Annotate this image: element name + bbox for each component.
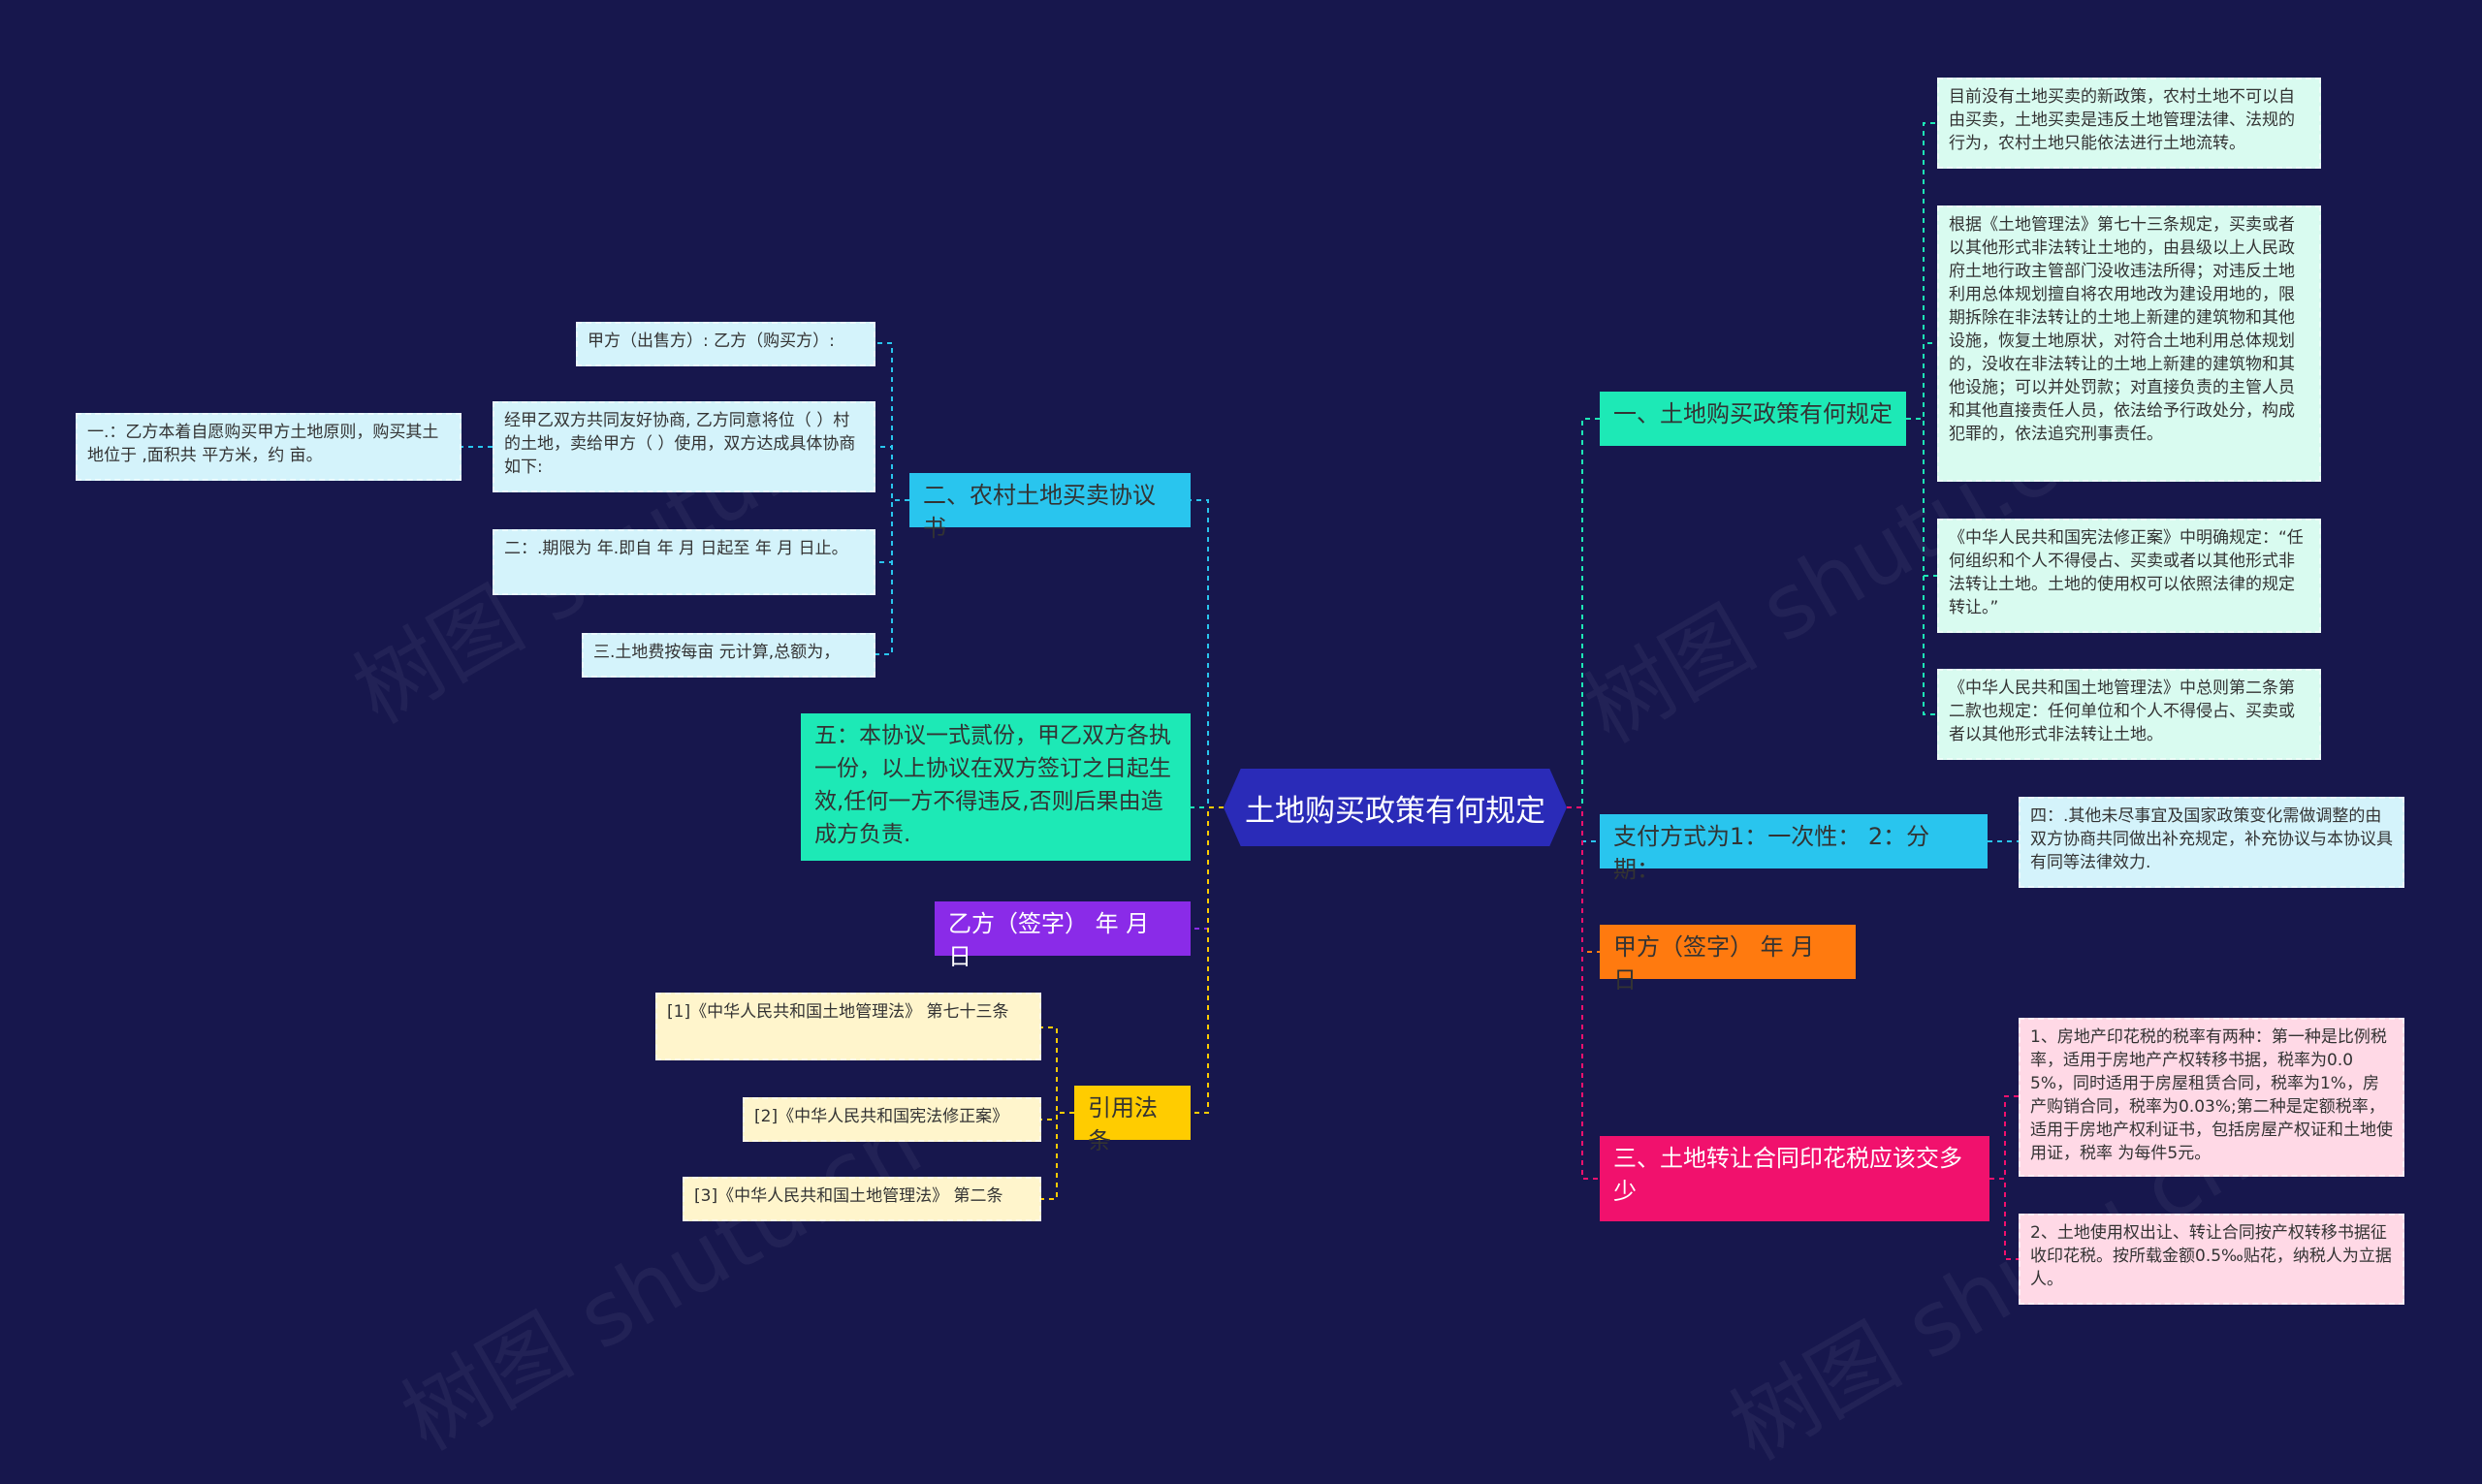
leaf-law-3[interactable]: [3]《中华人民共和国土地管理法》 第二条 (683, 1177, 1041, 1221)
leaf-fee[interactable]: 三.土地费按每亩 元计算,总额为， (582, 633, 875, 678)
leaf-supplement-agreement[interactable]: 四：.其他未尽事宜及国家政策变化需做调整的由双方协商共同做出补充规定，补充协议与… (2019, 797, 2404, 888)
connector-lines (461, 122, 2019, 1260)
leaf-law-2[interactable]: [2]《中华人民共和国宪法修正案》 (743, 1097, 1041, 1142)
branch-party-a-signature[interactable]: 甲方（签字） 年 月 日 (1600, 925, 1856, 994)
branch-land-purchase-policy[interactable]: 一、土地购买政策有何规定 (1600, 392, 1906, 446)
leaf-stamp-duty-rates[interactable]: 1、房地产印花税的税率有两种：第一种是比例税率，适用于房地产产权转移书据，税率为… (2019, 1018, 2404, 1177)
root-topic[interactable]: 土地购买政策有何规定 (1224, 769, 1567, 846)
branch-party-b-signature[interactable]: 乙方（签字） 年 月 日 (935, 901, 1191, 970)
branch-payment-method[interactable]: 支付方式为1：一次性： 2：分期： (1600, 814, 1988, 883)
leaf-parties[interactable]: 甲方（出售方）: 乙方（购买方）: (576, 322, 875, 366)
leaf-policy-article-73[interactable]: 根据《土地管理法》第七十三条规定，买卖或者以其他形式非法转让土地的，由县级以上人… (1937, 205, 2321, 482)
link-root-lb1 (1191, 499, 1224, 808)
link-root-lb4 (1191, 806, 1224, 1114)
leaf-law-1[interactable]: [1]《中华人民共和国土地管理法》 第七十三条 (655, 993, 1041, 1060)
mindmap-canvas: 树图 shutu.cn 树图 shutu.cn 树图 shutu.cn 树图 s… (76, 78, 2404, 1480)
link-root-lb3 (1191, 806, 1224, 930)
leaf-policy-land-law[interactable]: 《中华人民共和国土地管理法》中总则第二条第二款也规定：任何单位和个人不得侵占、买… (1937, 669, 2321, 760)
leaf-term[interactable]: 二：.期限为 年.即自 年 月 日起至 年 月 日止。 (493, 529, 875, 595)
leaf-policy-constitution[interactable]: 《中华人民共和国宪法修正案》中明确规定：“任何组织和个人不得侵占、买卖或者以其他… (1937, 519, 2321, 633)
branch-stamp-duty[interactable]: 三、土地转让合同印花税应该交多少 (1600, 1136, 1989, 1221)
branch-rural-agreement[interactable]: 二、农村土地买卖协议书 (909, 473, 1191, 542)
leaf-voluntary-purchase[interactable]: 一.：乙方本着自愿购买甲方土地原则，购买其土地位于 ,面积共 平方米，约 亩。 (76, 413, 461, 481)
leaf-policy-no-new[interactable]: 目前没有土地买卖的新政策，农村土地不可以自由买卖，土地买卖是违反土地管理法律、法… (1937, 78, 2321, 169)
leaf-stamp-duty-transfer[interactable]: 2、土地使用权出让、转让合同按产权转移书据征收印花税。按所载金额0.5‰贴花，纳… (2019, 1214, 2404, 1305)
link-root-b4 (1567, 806, 1600, 1180)
link-root-b1 (1567, 418, 1600, 808)
leaf-negotiation[interactable]: 经甲乙双方共同友好协商, 乙方同意将位（ ）村的土地，卖给甲方（ ）使用，双方达… (493, 401, 875, 492)
branch-agreement-copies[interactable]: 五：本协议一式贰份，甲乙双方各执一份，以上协议在双方签订之日起生效,任何一方不得… (801, 713, 1191, 861)
branch-cited-laws[interactable]: 引用法条 (1074, 1086, 1191, 1154)
